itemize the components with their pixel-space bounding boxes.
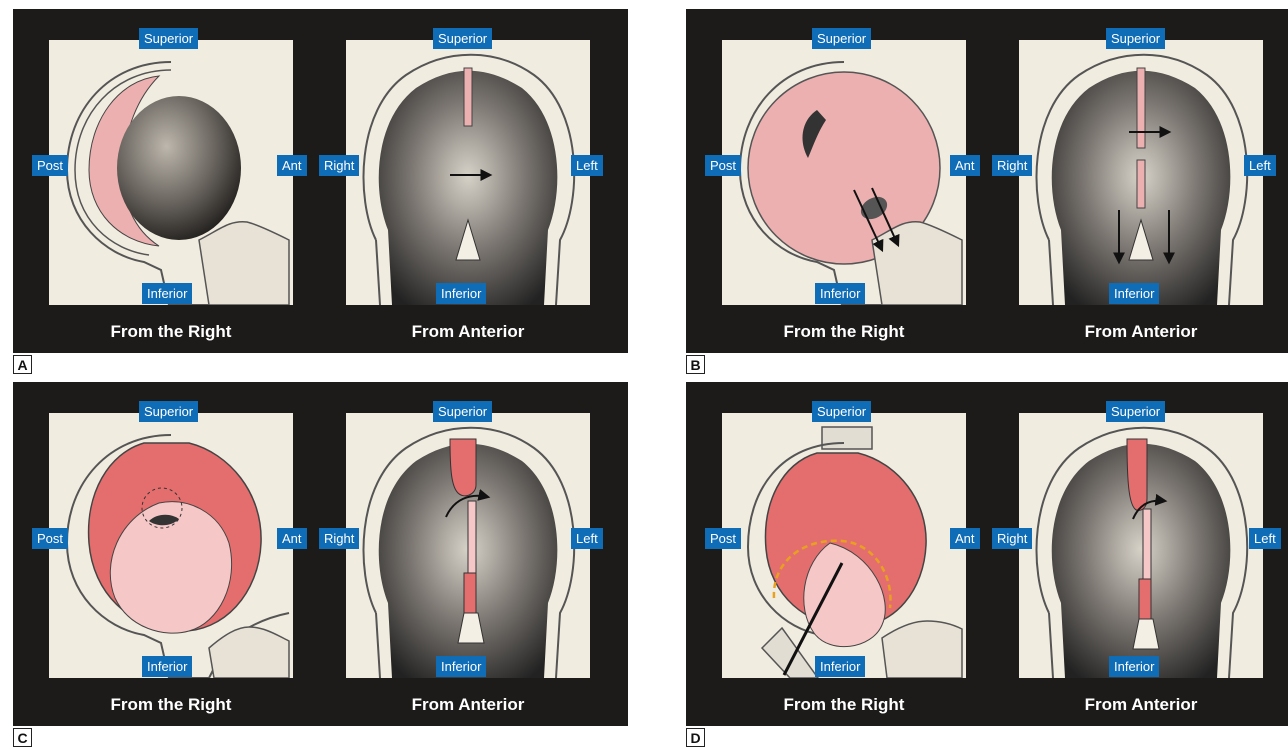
right-view-illustration bbox=[49, 413, 293, 678]
label-inferior: Inferior bbox=[436, 656, 486, 677]
label-inferior: Inferior bbox=[815, 283, 865, 304]
panel-c: Superior Inferior Post Ant Superior Infe… bbox=[13, 382, 628, 726]
label-right: Right bbox=[319, 528, 359, 549]
label-right: Right bbox=[319, 155, 359, 176]
label-anterior: Ant bbox=[277, 528, 307, 549]
caption-from-the-right: From the Right bbox=[694, 322, 994, 342]
label-left: Left bbox=[571, 528, 603, 549]
anterior-view-illustration bbox=[1019, 413, 1263, 678]
panel-d: Superior Inferior Post Ant Superior Infe… bbox=[686, 382, 1288, 726]
label-right: Right bbox=[992, 528, 1032, 549]
right-view-illustration bbox=[722, 413, 966, 678]
label-inferior: Inferior bbox=[142, 283, 192, 304]
panel-b: Superior Inferior Post Ant Superior Infe… bbox=[686, 9, 1288, 353]
caption-from-anterior: From Anterior bbox=[991, 695, 1288, 715]
right-view-illustration bbox=[722, 40, 966, 305]
label-superior: Superior bbox=[433, 401, 492, 422]
caption-from-the-right: From the Right bbox=[694, 695, 994, 715]
label-inferior: Inferior bbox=[142, 656, 192, 677]
label-inferior: Inferior bbox=[815, 656, 865, 677]
caption-from-anterior: From Anterior bbox=[991, 322, 1288, 342]
label-left: Left bbox=[1244, 155, 1276, 176]
anterior-view-illustration bbox=[346, 40, 590, 305]
caption-from-anterior: From Anterior bbox=[318, 322, 618, 342]
label-superior: Superior bbox=[1106, 28, 1165, 49]
label-superior: Superior bbox=[433, 28, 492, 49]
panel-letter: B bbox=[686, 355, 705, 374]
label-posterior: Post bbox=[705, 528, 741, 549]
label-left: Left bbox=[571, 155, 603, 176]
panel-letter: D bbox=[686, 728, 705, 747]
label-right: Right bbox=[992, 155, 1032, 176]
anterior-view-illustration bbox=[346, 413, 590, 678]
label-posterior: Post bbox=[32, 528, 68, 549]
caption-from-the-right: From the Right bbox=[21, 322, 321, 342]
label-posterior: Post bbox=[705, 155, 741, 176]
panel-a: Superior Inferior Post Ant Superior Infe… bbox=[13, 9, 628, 353]
caption-from-anterior: From Anterior bbox=[318, 695, 618, 715]
label-left: Left bbox=[1249, 528, 1281, 549]
label-inferior: Inferior bbox=[436, 283, 486, 304]
label-inferior: Inferior bbox=[1109, 656, 1159, 677]
caption-from-the-right: From the Right bbox=[21, 695, 321, 715]
label-anterior: Ant bbox=[277, 155, 307, 176]
anterior-view-illustration bbox=[1019, 40, 1263, 305]
label-superior: Superior bbox=[1106, 401, 1165, 422]
label-posterior: Post bbox=[32, 155, 68, 176]
label-superior: Superior bbox=[812, 28, 871, 49]
label-anterior: Ant bbox=[950, 528, 980, 549]
label-anterior: Ant bbox=[950, 155, 980, 176]
label-superior: Superior bbox=[812, 401, 871, 422]
right-view-illustration bbox=[49, 40, 293, 305]
panel-letter: A bbox=[13, 355, 32, 374]
label-superior: Superior bbox=[139, 28, 198, 49]
label-superior: Superior bbox=[139, 401, 198, 422]
label-inferior: Inferior bbox=[1109, 283, 1159, 304]
panel-letter: C bbox=[13, 728, 32, 747]
